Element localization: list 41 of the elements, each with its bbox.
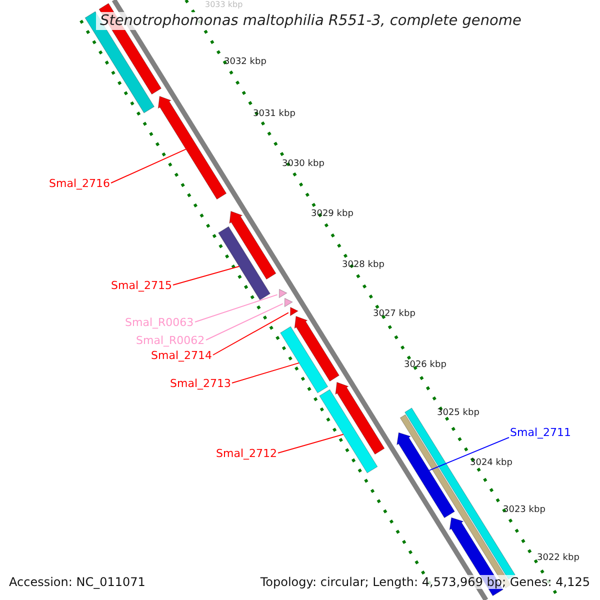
leader-line — [428, 437, 510, 471]
scale-label: 3030 kbp — [282, 159, 324, 169]
gene-label: Smal_2712 — [216, 446, 277, 460]
scale-label: 3022 kbp — [537, 553, 580, 563]
gene-feature — [335, 382, 385, 455]
gene-label: Smal_R0063 — [125, 316, 194, 328]
leader-line — [278, 434, 344, 454]
scale-label: 3033 kbp — [205, 0, 243, 9]
footer-text: Accession: NC_011071 — [9, 575, 146, 589]
gene-label: Smal_2714 — [151, 348, 212, 362]
leader-line — [172, 266, 240, 286]
scale-label: 3027 kbp — [373, 309, 416, 319]
gene-feature — [229, 210, 276, 280]
scale-label: 3028 kbp — [342, 260, 384, 270]
gene-feature — [319, 389, 378, 474]
scale-label: 3023 kbp — [503, 505, 546, 515]
scale-label: 3031 kbp — [253, 109, 296, 119]
gene-label: Smal_2713 — [170, 376, 231, 390]
gene-label: Smal_2715 — [111, 278, 172, 292]
gene-feature — [278, 288, 288, 298]
leader-line — [194, 294, 278, 322]
gene-feature — [218, 226, 271, 300]
gene-feature — [290, 306, 299, 316]
leader-line — [206, 303, 284, 340]
leader-line — [212, 312, 289, 356]
footer-text: Topology: circular; Length: 4,573,969 bp; Genes: 4,125 — [260, 575, 590, 589]
gene-feature — [294, 316, 340, 382]
gene-feature — [158, 96, 227, 200]
scale-label: 3032 kbp — [224, 57, 266, 67]
gene-feature — [280, 326, 328, 394]
gene-label: Smal_2716 — [49, 176, 110, 190]
leader-line — [110, 148, 186, 184]
leader-line — [232, 362, 300, 384]
scale-label: 3026 kbp — [404, 360, 446, 370]
gene-label: Smal_R0062 — [136, 334, 205, 346]
gene-feature — [284, 298, 294, 308]
gene-label: Smal_2711 — [510, 426, 571, 438]
scale-label: 3025 kbp — [437, 408, 480, 418]
gene-feature — [396, 432, 456, 518]
scale-label: 3029 kbp — [311, 209, 354, 219]
scale-label: 3024 kbp — [470, 458, 512, 468]
